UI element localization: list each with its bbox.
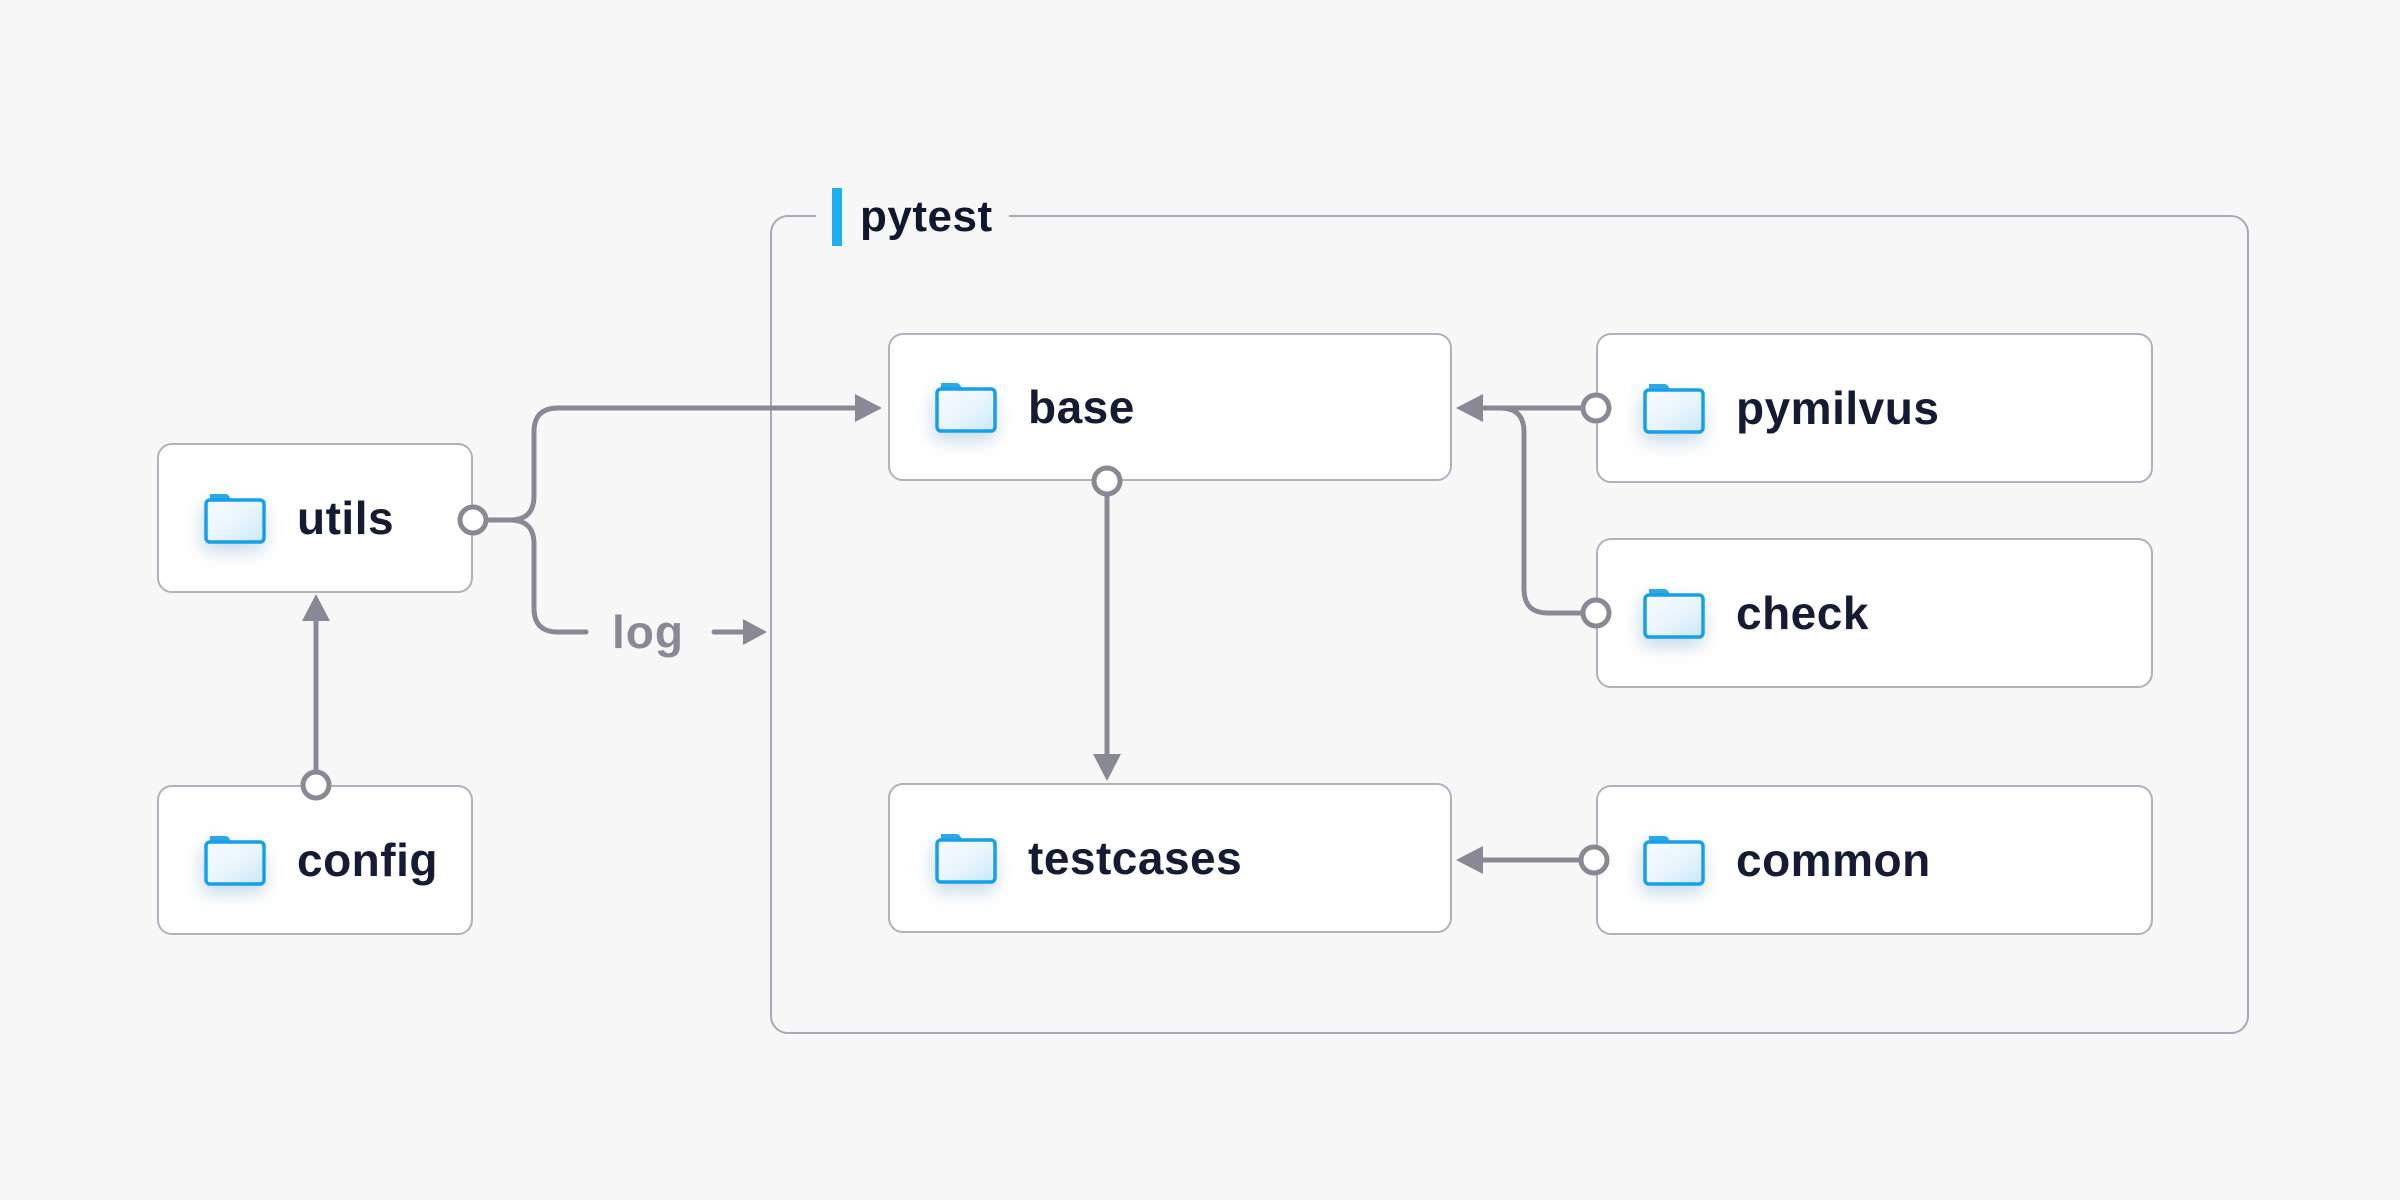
node-label: common bbox=[1736, 834, 1931, 886]
node-label: testcases bbox=[1028, 832, 1243, 884]
folder-icon bbox=[1643, 836, 1705, 886]
folder-icon bbox=[204, 836, 266, 886]
log-edge-label: log bbox=[612, 606, 684, 658]
folder-icon bbox=[1643, 589, 1705, 639]
edge-config-utils bbox=[300, 594, 332, 801]
folder-icon bbox=[935, 383, 997, 433]
pytest-label-text: pytest bbox=[860, 192, 993, 241]
node-config: config bbox=[157, 785, 473, 935]
node-testcases: testcases bbox=[888, 783, 1452, 933]
node-pymilvus: pymilvus bbox=[1596, 333, 2153, 483]
folder-icon bbox=[935, 834, 997, 884]
pytest-container: pytest bbox=[770, 186, 2249, 1034]
node-label: pymilvus bbox=[1736, 382, 1940, 434]
node-common: common bbox=[1596, 785, 2153, 935]
node-base: base bbox=[888, 333, 1452, 481]
folder-icon bbox=[204, 494, 266, 544]
node-label: utils bbox=[297, 492, 395, 544]
folder-icon bbox=[1643, 384, 1705, 434]
node-utils: utils bbox=[157, 443, 473, 593]
accent-bar bbox=[832, 188, 842, 246]
node-label: config bbox=[297, 834, 438, 886]
node-check: check bbox=[1596, 538, 2153, 688]
node-label: check bbox=[1736, 587, 1869, 639]
node-label: base bbox=[1028, 381, 1135, 433]
pytest-label: pytest bbox=[816, 186, 1009, 248]
